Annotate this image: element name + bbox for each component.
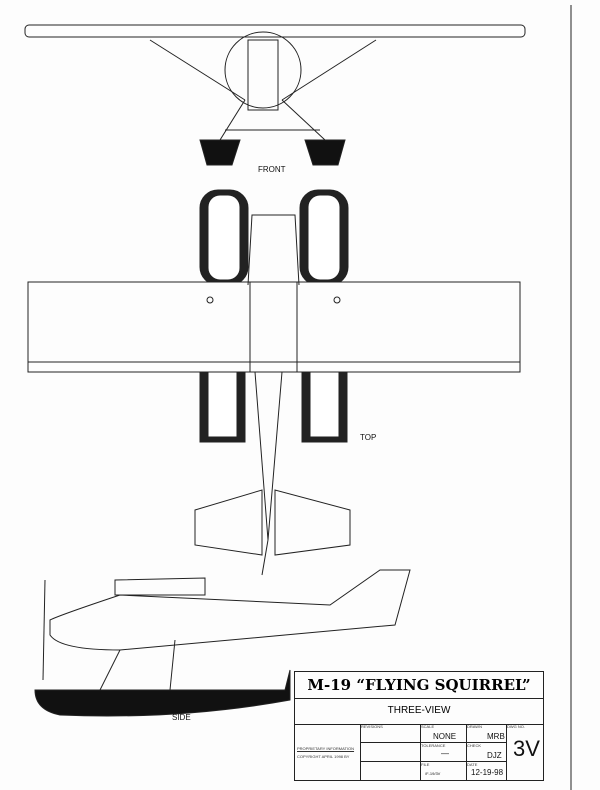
- scale-cell: SCALE NONE: [421, 724, 467, 743]
- revisions-row: [361, 743, 421, 762]
- revisions-row: [361, 762, 421, 781]
- check-cell: CHECK DJZ: [467, 743, 507, 762]
- file-value: /F-19/3V: [425, 771, 441, 776]
- dwg-no-cell: DWG NO. 3V: [507, 724, 543, 781]
- date-value: 12-19-98: [471, 768, 504, 777]
- copyright-text: COPYRIGHT APRIL 1998 BY: [297, 754, 350, 759]
- front-view: [24, 24, 526, 166]
- tolerance-value: —: [441, 749, 449, 758]
- scale-label: SCALE: [421, 724, 435, 729]
- tolerance-cell: TOLERANCE—: [421, 743, 467, 762]
- proprietary-cell: PROPRIETARY INFORMATION COPYRIGHT APRIL …: [295, 724, 361, 781]
- title-block: M-19 “FLYING SQUIRREL” THREE-VIEW PROPRI…: [294, 671, 544, 781]
- side-view-label: SIDE: [172, 713, 191, 722]
- date-label: DATE: [467, 762, 478, 767]
- check-value: DJZ: [487, 751, 502, 760]
- top-view: [27, 189, 521, 576]
- revisions-cell: REVISIONS: [361, 724, 421, 743]
- proprietary-text: PROPRIETARY INFORMATION: [297, 746, 355, 751]
- drawn-value: MRB: [487, 732, 505, 741]
- check-label: CHECK: [467, 743, 482, 748]
- drawn-label: DRAWN: [467, 724, 482, 729]
- drawing-subtitle: THREE-VIEW: [295, 698, 543, 725]
- file-label: FILE: [421, 762, 430, 767]
- front-view-label: FRONT: [258, 165, 286, 174]
- dwg-no-value: 3V: [513, 736, 540, 761]
- drawn-cell: DRAWN MRB: [467, 724, 507, 743]
- side-view: [34, 569, 411, 717]
- file-cell: FILE/F-19/3V: [421, 762, 467, 781]
- tolerance-label: TOLERANCE: [421, 743, 446, 748]
- top-view-label: TOP: [360, 433, 377, 442]
- scale-value: NONE: [433, 732, 457, 741]
- revisions-label: REVISIONS: [361, 724, 383, 729]
- drawing-title: M-19 “FLYING SQUIRREL”: [295, 672, 543, 699]
- dwg-no-label: DWG NO.: [507, 724, 525, 729]
